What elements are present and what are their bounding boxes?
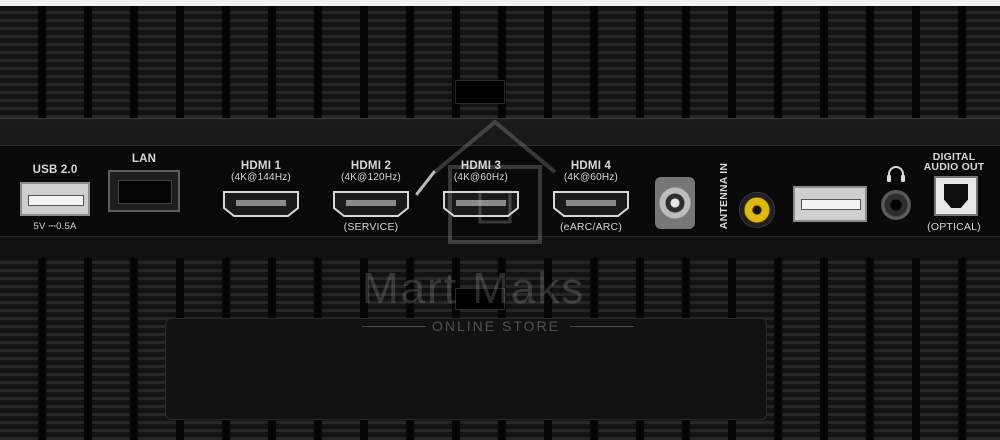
antenna-label: ANTENNA IN bbox=[718, 162, 730, 230]
hdmi3-port[interactable] bbox=[442, 190, 520, 218]
optical-sublabel: (OPTICAL) bbox=[927, 221, 981, 233]
watermark-rule-right bbox=[570, 326, 634, 327]
hdmi3-label: HDMI 3 bbox=[460, 160, 502, 172]
usb-port-2[interactable] bbox=[793, 186, 867, 222]
antenna-port[interactable] bbox=[655, 177, 695, 229]
hdmi2-port[interactable] bbox=[332, 190, 410, 218]
watermark-brand: Mart Maks bbox=[362, 264, 586, 313]
tv-back-grille-top bbox=[0, 0, 1000, 118]
bottom-cover-plate bbox=[165, 318, 767, 420]
usb-label: USB 2.0 bbox=[32, 164, 78, 176]
mount-slot-bottom bbox=[455, 288, 505, 310]
rca-yellow-port[interactable] bbox=[739, 192, 775, 228]
hdmi3-spec: (4K@60Hz) bbox=[453, 172, 509, 183]
watermark-rule-left bbox=[362, 326, 426, 327]
headphone-jack[interactable] bbox=[881, 190, 911, 220]
optical-label-line2: AUDIO OUT bbox=[923, 161, 985, 173]
hdmi2-label: HDMI 2 bbox=[350, 160, 392, 172]
hdmi4-label: HDMI 4 bbox=[570, 160, 612, 172]
usb-port[interactable] bbox=[20, 182, 90, 216]
hdmi1-port[interactable] bbox=[222, 190, 300, 218]
hdmi1-label: HDMI 1 bbox=[240, 160, 282, 172]
hdmi4-earc-label: (eARC/ARC) bbox=[559, 221, 623, 233]
watermark-house-icon bbox=[433, 119, 557, 244]
optical-label-line1: DIGITAL bbox=[932, 151, 976, 163]
hdmi2-service-label: (SERVICE) bbox=[343, 221, 399, 233]
lan-port[interactable] bbox=[108, 170, 180, 212]
mount-slot-top bbox=[455, 80, 505, 104]
watermark-subtitle: ONLINE STORE bbox=[432, 318, 560, 334]
lan-label: LAN bbox=[131, 153, 157, 165]
headphone-icon bbox=[887, 166, 905, 182]
hdmi4-spec: (4K@60Hz) bbox=[563, 172, 619, 183]
hdmi4-port[interactable] bbox=[552, 190, 630, 218]
hdmi1-spec: (4K@144Hz) bbox=[231, 172, 291, 183]
white-edge bbox=[0, 0, 1000, 6]
hdmi2-spec: (4K@120Hz) bbox=[341, 172, 401, 183]
optical-port[interactable] bbox=[934, 176, 978, 216]
usb-power-label: 5V ⎓0.5A bbox=[33, 221, 77, 232]
